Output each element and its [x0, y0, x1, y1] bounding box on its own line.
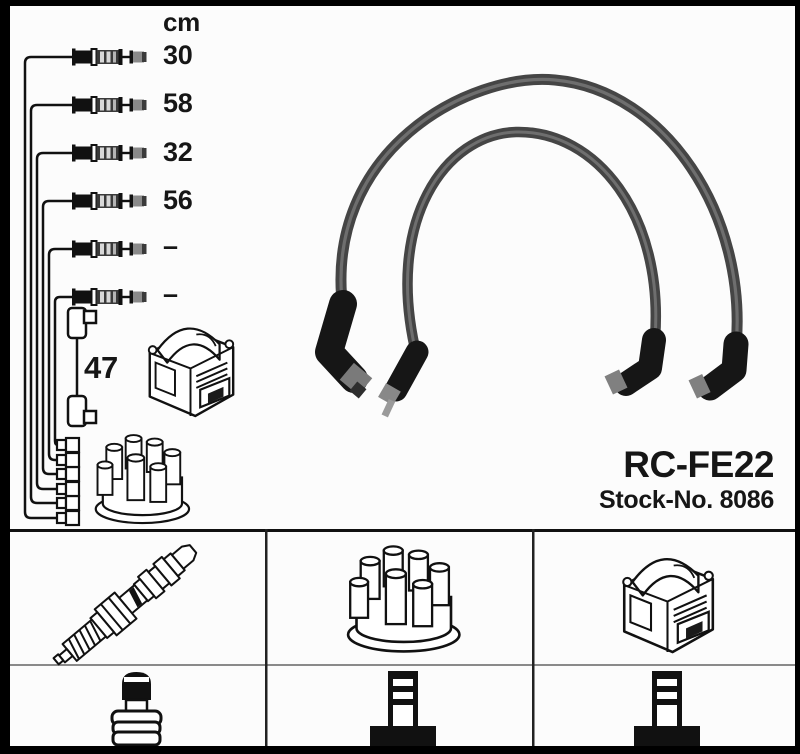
- cable-wire: [29, 103, 72, 505]
- cable-length-schematic: [23, 55, 72, 520]
- distributor-cap-icon: [94, 433, 191, 525]
- cable-length-label: 58: [163, 88, 193, 118]
- spark-plug-icon: [45, 534, 205, 677]
- product-identification: RC-FE22 Stock-No. 8086: [598, 444, 775, 514]
- cable-wire: [23, 55, 72, 520]
- cable-boot: [315, 290, 368, 393]
- ignition-coil-icon: [147, 327, 235, 418]
- cable-boot: [614, 328, 666, 396]
- cable-wire: [47, 247, 72, 462]
- parts-table-grid: [0, 529, 800, 754]
- coil-wire-47: [66, 306, 98, 428]
- cable-length-label: –: [163, 279, 178, 309]
- stock-number: Stock-No. 8086: [598, 486, 774, 514]
- plug-side-connectors: [71, 47, 148, 307]
- din-terminal-icon: [634, 671, 700, 746]
- cable-length-label: 32: [163, 137, 193, 167]
- cable-wire: [35, 151, 72, 491]
- product-model: RC-FE22: [623, 444, 774, 485]
- coil-wire-length-label: 47: [84, 350, 118, 385]
- ignition-cables-photo: [315, 73, 749, 418]
- distributor-side-connectors: [55, 436, 81, 527]
- cable-length-label: –: [163, 231, 178, 261]
- cable-boot: [384, 340, 429, 402]
- plug-terminal-icon: [110, 672, 163, 747]
- distributor-cap-icon: [346, 545, 461, 653]
- cable-wire: [41, 199, 72, 476]
- cable-length-label: 56: [163, 185, 193, 215]
- cable-length-label: 30: [163, 40, 193, 70]
- cable-boot: [697, 331, 749, 401]
- din-terminal-icon: [370, 671, 436, 746]
- length-unit-header: cm: [163, 7, 200, 37]
- ignition-coil-icon: [621, 557, 715, 654]
